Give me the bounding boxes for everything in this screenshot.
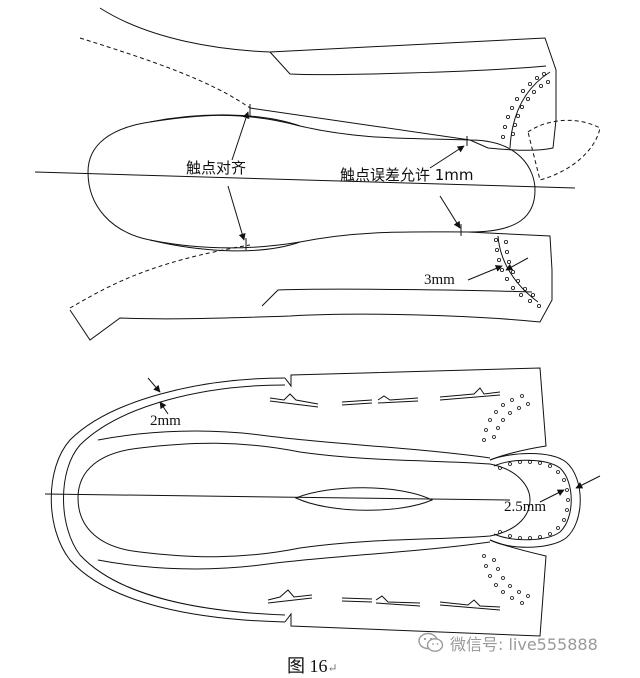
lower-quarter-curve [497,235,539,303]
gap-3mm-arrow-right [505,257,529,271]
perforation-dots-upper [500,72,551,139]
gap-3mm-arrow [467,265,503,281]
upper-quarter-outline [99,7,557,151]
stitch-marks-upper [269,387,501,408]
lower-quarter-dashed-edge [69,244,251,309]
upper-quarter-step [249,107,471,141]
top-center-line [34,171,576,189]
gap-2-5mm-label: 2.5mm [504,499,547,515]
toe-cap-dots [498,460,570,540]
caption-text: 图 16 [287,656,328,676]
toe-cap-inner [493,459,572,541]
upper-vamp-inner [97,430,491,459]
wechat-icon [418,632,444,652]
paragraph-mark: ↵ [327,661,338,675]
watermark-text: 微信号: live555888 [450,635,598,654]
lower-quarter-outline [69,231,553,341]
outer-allowance-outline [50,377,286,623]
center-lens [294,487,434,511]
error-arrow-up [429,145,465,169]
error-arrow-down [439,195,461,229]
touch-align-label: 触点对齐 [186,159,247,177]
gap-2mm-arrow-outer [147,377,161,393]
bottom-last-outline [77,442,531,558]
align-arrow-up [231,111,250,161]
bottom-center-line [44,493,511,501]
upper-quarter-dashed-extension [527,119,601,181]
upper-quarter-curve [509,71,551,149]
lower-vamp-outline [284,539,547,637]
upper-quarter-inner-line [269,51,547,76]
gap-2mm-arrow-inner [159,401,169,415]
watermark: 微信号: live555888 [418,631,598,655]
gap-3mm-label: 3mm [424,272,455,288]
gap-2mm-label: 2mm [150,413,181,429]
bottom-diagram [44,367,601,637]
touch-error-label: 触点误差允许 1mm [340,166,474,184]
figure-caption: 图 16↵ [287,652,338,678]
upper-vamp-outline [284,367,547,461]
perforation-dots-vamp-lower [482,554,530,605]
perforation-dots-vamp-upper [482,394,530,442]
inner-allowance-outline [63,384,286,616]
gap-2-5mm-arrow-left [539,489,565,503]
stitch-marks-lower [267,589,501,611]
lower-quarter-inner-line [261,288,533,307]
perforation-dots-lower [493,237,542,308]
last-inner-line [149,114,301,252]
lower-vamp-inner [97,541,491,570]
top-diagram [34,7,601,341]
upper-quarter-dashed-edge [79,37,251,109]
align-arrow-down [227,185,246,241]
toe-cap-outline [489,453,581,548]
gap-2-5mm-arrow-right [575,475,601,489]
